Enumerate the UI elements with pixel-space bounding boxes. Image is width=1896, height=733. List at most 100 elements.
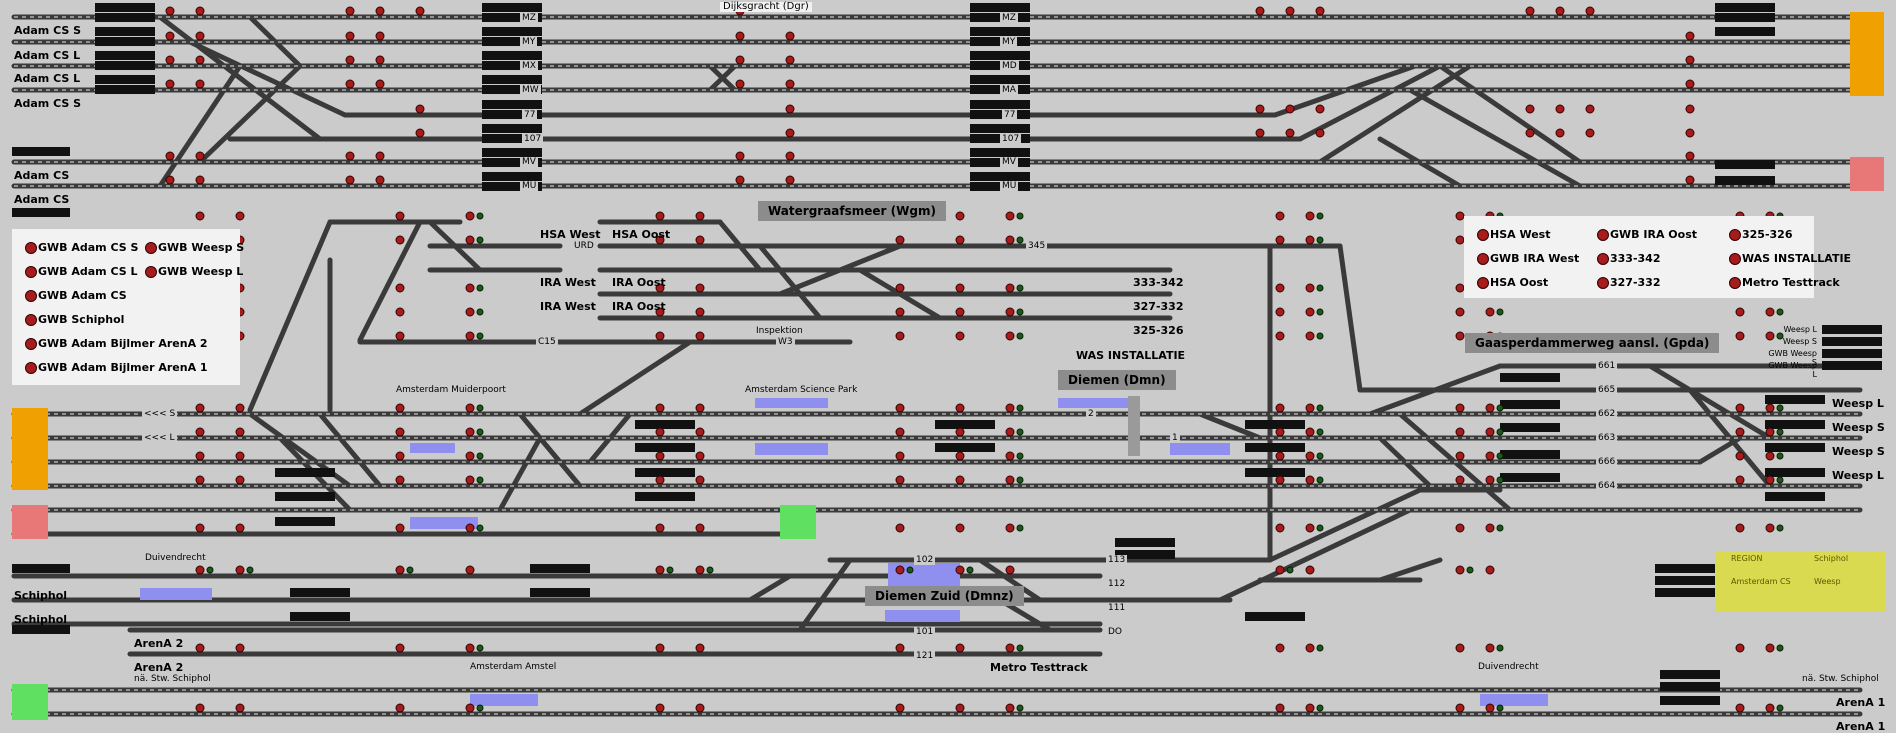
signal-lamp[interactable] [465, 565, 475, 575]
signal-lamp[interactable] [735, 55, 745, 65]
legend-gwb-adam-cs[interactable]: GWB Adam CS [24, 289, 127, 302]
signal-lamp[interactable] [165, 175, 175, 185]
signal-lamp[interactable] [1685, 128, 1695, 138]
signal-lamp[interactable] [1735, 643, 1745, 653]
signal-lamp[interactable] [235, 403, 245, 413]
signal-lamp[interactable] [1685, 31, 1695, 41]
signal-lamp[interactable] [235, 451, 245, 461]
signal-lamp[interactable] [1455, 235, 1465, 245]
signal-lamp[interactable] [1455, 211, 1465, 221]
signal-lamp[interactable] [1005, 235, 1015, 245]
signal-lamp[interactable] [235, 427, 245, 437]
signal-lamp[interactable] [895, 235, 905, 245]
signal-lamp[interactable] [695, 523, 705, 533]
signal-lamp[interactable] [1735, 451, 1745, 461]
signal-lamp[interactable] [695, 643, 705, 653]
signal-lamp[interactable] [195, 79, 205, 89]
signal-lamp[interactable] [1285, 128, 1295, 138]
signal-lamp[interactable] [1305, 235, 1315, 245]
signal-lamp[interactable] [1455, 403, 1465, 413]
signal-lamp[interactable] [1485, 523, 1495, 533]
signal-lamp[interactable] [165, 6, 175, 16]
signal-lamp[interactable] [1005, 307, 1015, 317]
signal-lamp[interactable] [735, 175, 745, 185]
signal-lamp[interactable] [235, 643, 245, 653]
signal-lamp[interactable] [695, 703, 705, 713]
legend-gwb-weesp-l[interactable]: GWB Weesp L [144, 265, 243, 278]
signal-lamp[interactable] [1765, 703, 1775, 713]
signal-lamp[interactable] [235, 565, 245, 575]
signal-lamp[interactable] [955, 451, 965, 461]
signal-lamp[interactable] [195, 643, 205, 653]
signal-lamp[interactable] [955, 427, 965, 437]
signal-lamp[interactable] [165, 151, 175, 161]
signal-lamp[interactable] [1455, 307, 1465, 317]
signal-lamp[interactable] [375, 55, 385, 65]
signal-lamp[interactable] [1275, 307, 1285, 317]
signal-lamp[interactable] [1455, 565, 1465, 575]
signal-lamp[interactable] [345, 175, 355, 185]
signal-lamp[interactable] [955, 331, 965, 341]
signal-lamp[interactable] [375, 79, 385, 89]
signal-lamp[interactable] [195, 6, 205, 16]
signal-lamp[interactable] [1275, 235, 1285, 245]
signal-lamp[interactable] [655, 475, 665, 485]
signal-lamp[interactable] [1275, 283, 1285, 293]
signal-lamp[interactable] [1315, 128, 1325, 138]
signal-lamp[interactable] [1765, 403, 1775, 413]
legend-325-326[interactable]: 325-326 [1728, 228, 1793, 241]
signal-lamp[interactable] [395, 475, 405, 485]
signal-lamp[interactable] [1765, 643, 1775, 653]
signal-lamp[interactable] [1005, 565, 1015, 575]
signal-lamp[interactable] [375, 151, 385, 161]
signal-lamp[interactable] [695, 211, 705, 221]
signal-lamp[interactable] [1485, 307, 1495, 317]
signal-lamp[interactable] [1555, 128, 1565, 138]
signal-lamp[interactable] [465, 211, 475, 221]
signal-lamp[interactable] [955, 523, 965, 533]
signal-lamp[interactable] [1305, 211, 1315, 221]
signal-lamp[interactable] [655, 331, 665, 341]
signal-lamp[interactable] [1315, 104, 1325, 114]
signal-lamp[interactable] [345, 79, 355, 89]
signal-lamp[interactable] [695, 283, 705, 293]
signal-lamp[interactable] [655, 523, 665, 533]
legend-gwb-schiphol[interactable]: GWB Schiphol [24, 313, 124, 326]
signal-lamp[interactable] [1005, 331, 1015, 341]
signal-lamp[interactable] [1765, 475, 1775, 485]
signal-lamp[interactable] [1685, 175, 1695, 185]
signal-lamp[interactable] [1735, 403, 1745, 413]
signal-lamp[interactable] [1305, 703, 1315, 713]
signal-lamp[interactable] [695, 451, 705, 461]
signal-lamp[interactable] [1765, 451, 1775, 461]
signal-lamp[interactable] [415, 104, 425, 114]
signal-lamp[interactable] [955, 703, 965, 713]
signal-lamp[interactable] [655, 427, 665, 437]
signal-lamp[interactable] [345, 6, 355, 16]
signal-lamp[interactable] [195, 475, 205, 485]
signal-lamp[interactable] [895, 427, 905, 437]
signal-lamp[interactable] [955, 565, 965, 575]
signal-lamp[interactable] [895, 475, 905, 485]
signal-lamp[interactable] [1305, 403, 1315, 413]
signal-lamp[interactable] [955, 307, 965, 317]
signal-lamp[interactable] [1455, 523, 1465, 533]
signal-lamp[interactable] [655, 403, 665, 413]
legend-metro-testtrack[interactable]: Metro Testtrack [1728, 276, 1840, 289]
signal-lamp[interactable] [955, 235, 965, 245]
signal-lamp[interactable] [395, 565, 405, 575]
signal-lamp[interactable] [395, 331, 405, 341]
signal-lamp[interactable] [395, 523, 405, 533]
signal-lamp[interactable] [1455, 643, 1465, 653]
signal-lamp[interactable] [395, 307, 405, 317]
signal-lamp[interactable] [1585, 104, 1595, 114]
signal-lamp[interactable] [955, 643, 965, 653]
signal-lamp[interactable] [415, 128, 425, 138]
signal-lamp[interactable] [1305, 643, 1315, 653]
signal-lamp[interactable] [695, 565, 705, 575]
signal-lamp[interactable] [195, 427, 205, 437]
signal-lamp[interactable] [465, 283, 475, 293]
signal-lamp[interactable] [1305, 427, 1315, 437]
signal-lamp[interactable] [1305, 331, 1315, 341]
signal-lamp[interactable] [1275, 211, 1285, 221]
